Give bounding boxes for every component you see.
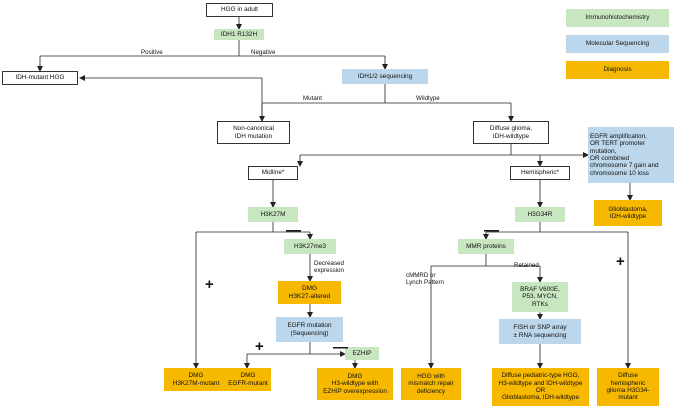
edge-label-wildtype: Wildtype bbox=[416, 95, 440, 102]
edge-label-decreased-expression: Decreased expression bbox=[314, 260, 344, 275]
node-idh-sequencing: IDH1/2 sequencing bbox=[342, 69, 428, 84]
node-egfr-criteria: EGFR amplification, OR TERT promoter mut… bbox=[588, 127, 674, 183]
plus-sign-h3g34r: + bbox=[616, 253, 625, 270]
node-diffuse-glioma-idh-wt: Diffuse glioma, IDH-wildtype bbox=[473, 121, 549, 144]
plus-sign-egfr: + bbox=[255, 338, 264, 355]
node-dmg-h3k27-altered: DMG H3K27-altered bbox=[278, 281, 341, 304]
node-dmg-egfr-mutant: DMG EGFR-mutant bbox=[225, 368, 271, 391]
node-dmg-h3-wildtype-ezhip: DMG H3-wildtype with EZHIP overexpressio… bbox=[317, 368, 393, 400]
minus-sign-h3g34r: — bbox=[484, 222, 499, 239]
node-hgg-mmr-deficiency: HGG with mismatch repair deficiency bbox=[401, 368, 461, 400]
plus-sign-h3k27m: + bbox=[205, 276, 214, 293]
edge-label-negative: Negative bbox=[251, 49, 276, 56]
minus-sign-egfr: — bbox=[333, 339, 348, 356]
minus-sign-h3k27m: — bbox=[286, 222, 301, 239]
legend-immunohistochemistry: Immunohistochemistry bbox=[566, 9, 669, 27]
node-dmg-h3k27m-mutant: DMG H3K27M-mutant bbox=[164, 368, 228, 391]
node-mmr-proteins: MMR proteins bbox=[458, 239, 514, 254]
node-h3k27me3: H3K27me3 bbox=[284, 239, 336, 254]
node-idh1-r132h: IDH1 R132H bbox=[214, 29, 264, 40]
node-egfr-mutation-sequencing: EGFR mutation (Sequencing) bbox=[276, 317, 343, 342]
node-h3k27m: H3K27M bbox=[248, 207, 298, 222]
node-h3g34r: H3G34R bbox=[515, 207, 565, 222]
node-midline: Midline* bbox=[248, 166, 298, 180]
node-diffuse-pediatric-hgg: Diffuse pediatric-type HGG, H3-wildtype … bbox=[492, 368, 589, 406]
node-glioblastoma-idh-wt: Glioblastoma, IDH-wildtype bbox=[594, 200, 662, 226]
edge-label-cmmrd-lynch: cMMRD or Lynch Pattern bbox=[406, 272, 444, 287]
legend-diagnosis: Diagnosis bbox=[566, 61, 669, 79]
node-noncanonical-idh: Non-canonical IDH mutation bbox=[217, 121, 290, 144]
node-braf-p53-mycn-rtks: BRAF V600E, P53, MYCN, RTKs bbox=[512, 282, 568, 312]
legend-molecular-sequencing: Molecular Sequencing bbox=[566, 35, 669, 53]
node-fish-snp-array: FISH or SNP array ± RNA sequencing bbox=[499, 319, 581, 344]
node-hgg-in-adult: HGG in adult bbox=[206, 3, 273, 17]
node-idh-mutant-hgg: IDH-mutant HGG bbox=[2, 71, 78, 85]
edge-label-retained: Retained bbox=[514, 262, 539, 269]
node-ezhip: EZHIP bbox=[345, 347, 379, 360]
node-hemispheric: Hemispheric* bbox=[510, 166, 570, 180]
edge-label-positive: Positive bbox=[141, 49, 163, 56]
edge-label-mutant: Mutant bbox=[303, 95, 322, 102]
node-diffuse-hemispheric-glioma: Diffuse hemispheric glioma H3G34- mutant bbox=[597, 368, 659, 406]
